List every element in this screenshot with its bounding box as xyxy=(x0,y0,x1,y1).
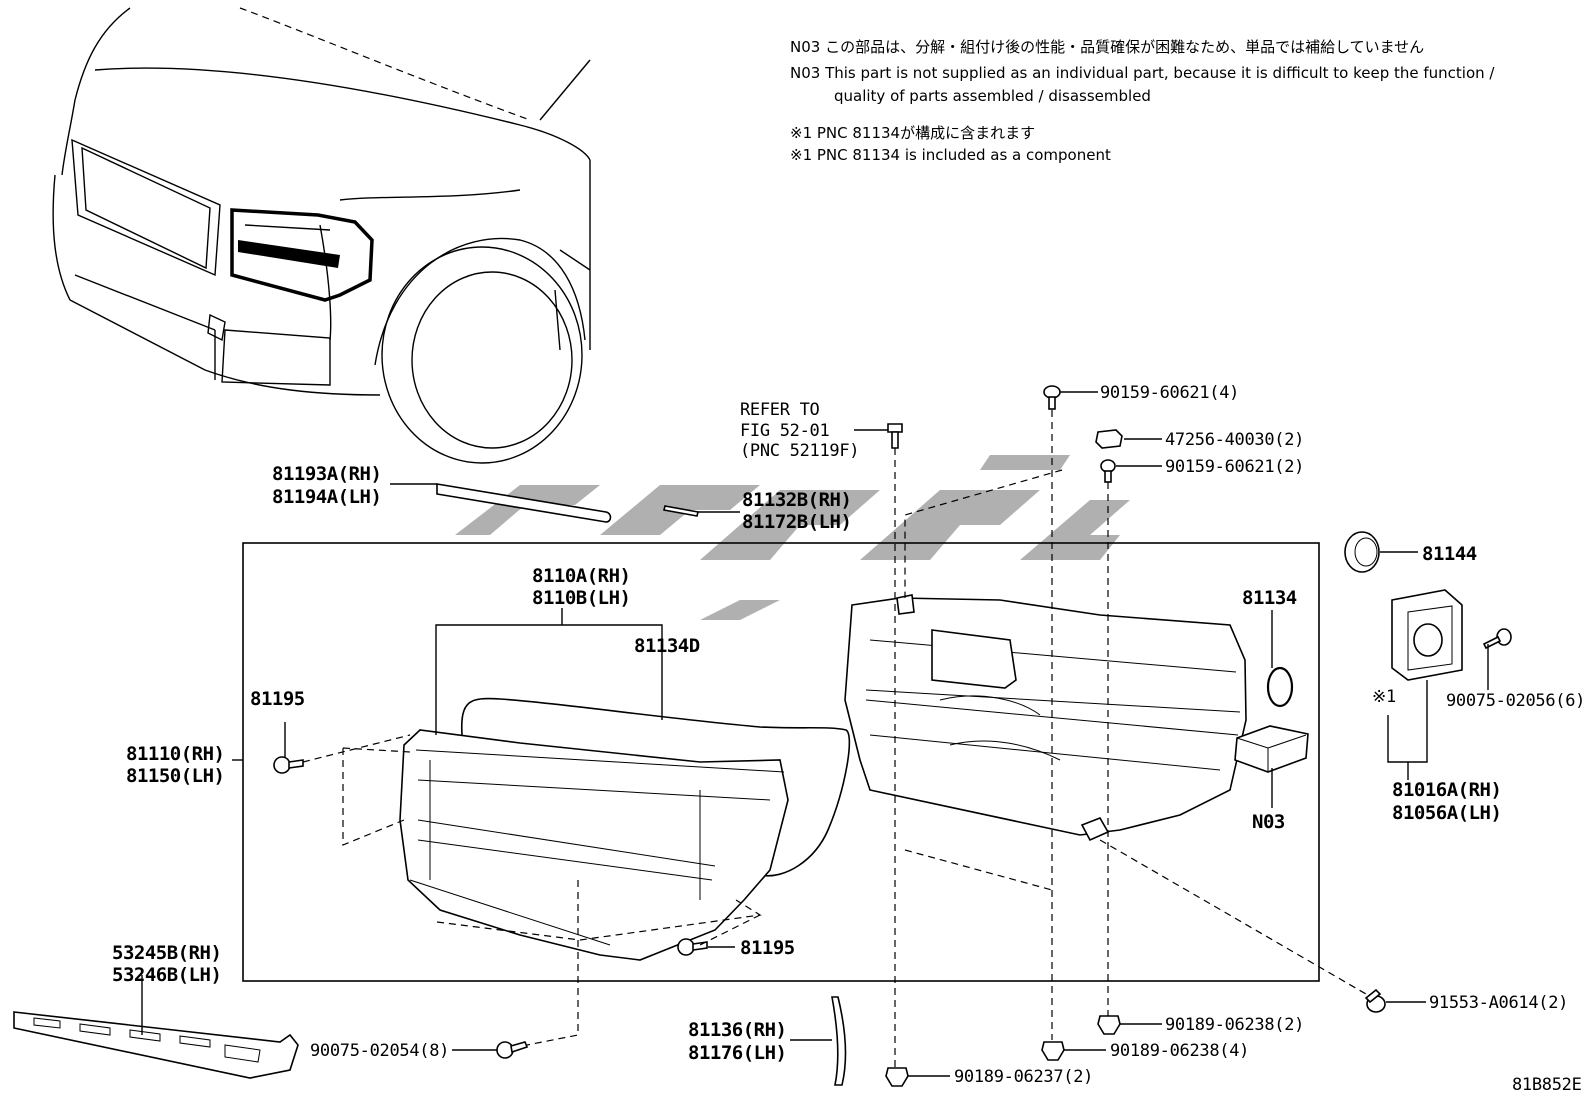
label-81176: 81176(LH) xyxy=(688,1042,786,1064)
label-81172b: 81172B(LH) xyxy=(742,511,851,533)
clip-90189-06238-2-icon xyxy=(1097,1015,1121,1035)
label-81016a: 81016A(RH) xyxy=(1392,779,1501,801)
label-81144: 81144 xyxy=(1422,543,1477,565)
label-81195-top: 81195 xyxy=(250,688,305,710)
label-81110: 81110(RH) xyxy=(126,743,224,765)
label-8110a: 8110A(RH) xyxy=(532,565,630,587)
part-n03-control-module xyxy=(1234,725,1309,773)
label-81194a: 81194A(LH) xyxy=(272,486,381,508)
label-53245b: 53245B(RH) xyxy=(112,942,221,964)
assembly-dashed-lines xyxy=(302,410,1367,1068)
part-81144-cap xyxy=(1344,531,1380,573)
part-81110-headlamp-housing xyxy=(844,594,1247,842)
label-90075-02056: 90075-02056(6) xyxy=(1446,691,1585,711)
nut-91553-icon xyxy=(1364,988,1386,1013)
label-81195-bottom: 81195 xyxy=(740,937,795,959)
notes: N03 この部品は、分解・組付け後の性能・品質確保が困難なため、単品では補給して… xyxy=(790,38,1495,164)
bolt-90159-2-icon xyxy=(1100,459,1116,483)
label-8110b: 8110B(LH) xyxy=(532,587,630,609)
label-81150: 81150(LH) xyxy=(126,765,224,787)
part-labels: REFER TO FIG 52-01 (PNC 52119F) 90159-60… xyxy=(112,383,1585,1095)
leader-lines xyxy=(141,391,1489,1077)
label-81134: 81134 xyxy=(1242,587,1297,609)
bolt-refer-icon xyxy=(887,423,903,449)
assembly-frame xyxy=(242,542,1320,982)
label-90189-06237: 90189-06237(2) xyxy=(954,1067,1093,1087)
clip-90189-06237-icon xyxy=(885,1067,909,1087)
label-47256-40030: 47256-40030(2) xyxy=(1165,430,1304,450)
label-90159-60621-4: 90159-60621(4) xyxy=(1100,383,1239,403)
screw-81195-top-icon xyxy=(273,756,304,774)
label-90159-60621-2: 90159-60621(2) xyxy=(1165,457,1304,477)
note-k1-jp: ※1 PNC 81134が構成に含まれます xyxy=(790,124,1035,142)
label-81193a: 81193A(RH) xyxy=(272,463,381,485)
bolt-90159-4-icon xyxy=(1043,385,1061,410)
note-n03-en-line2: quality of parts assembled / disassemble… xyxy=(834,87,1151,105)
part-81132b-clip xyxy=(663,505,699,517)
part-53245b-bracket xyxy=(13,1011,299,1079)
note-k1-en: ※1 PNC 81134 is included as a component xyxy=(790,146,1111,164)
vehicle-overview-illustration xyxy=(52,7,591,464)
part-81193a-trim-strip xyxy=(436,483,612,523)
label-refer-to: REFER TO xyxy=(740,400,820,420)
label-90189-06238-2: 90189-06238(2) xyxy=(1165,1015,1304,1035)
nut-47256-icon xyxy=(1095,429,1123,449)
screw-81195-bottom-icon xyxy=(677,938,708,956)
part-81136-seal-strip xyxy=(831,996,847,1086)
part-81016a-module xyxy=(1391,589,1463,681)
note-n03-en-line1: N03 This part is not supplied as an indi… xyxy=(790,64,1495,82)
label-53246b: 53246B(LH) xyxy=(112,964,221,986)
note-n03-jp: N03 この部品は、分解・組付け後の性能・品質確保が困難なため、単品では補給して… xyxy=(790,38,1424,56)
label-90075-02054: 90075-02054(8) xyxy=(310,1041,449,1061)
label-refer-pnc: (PNC 52119F) xyxy=(740,441,859,461)
screw-90075-02054-icon xyxy=(496,1041,529,1059)
part-81134-o-ring xyxy=(1266,666,1294,708)
clip-90189-06238-4-icon xyxy=(1041,1041,1065,1061)
part-81134d-gasket xyxy=(460,697,851,877)
label-refer-fig: FIG 52-01 xyxy=(740,421,829,441)
label-figure-code: 81B852E xyxy=(1512,1075,1582,1095)
label-91553-a0614: 91553-A0614(2) xyxy=(1429,993,1568,1013)
label-81056a: 81056A(LH) xyxy=(1392,802,1501,824)
label-81134d: 81134D xyxy=(634,635,700,657)
label-81136: 81136(RH) xyxy=(688,1019,786,1041)
label-90189-06238-4: 90189-06238(4) xyxy=(1110,1041,1249,1061)
label-n03: N03 xyxy=(1252,811,1285,833)
label-kome1: ※1 xyxy=(1372,687,1396,707)
label-81132b: 81132B(RH) xyxy=(742,489,851,511)
part-8110a-lens xyxy=(399,729,789,961)
